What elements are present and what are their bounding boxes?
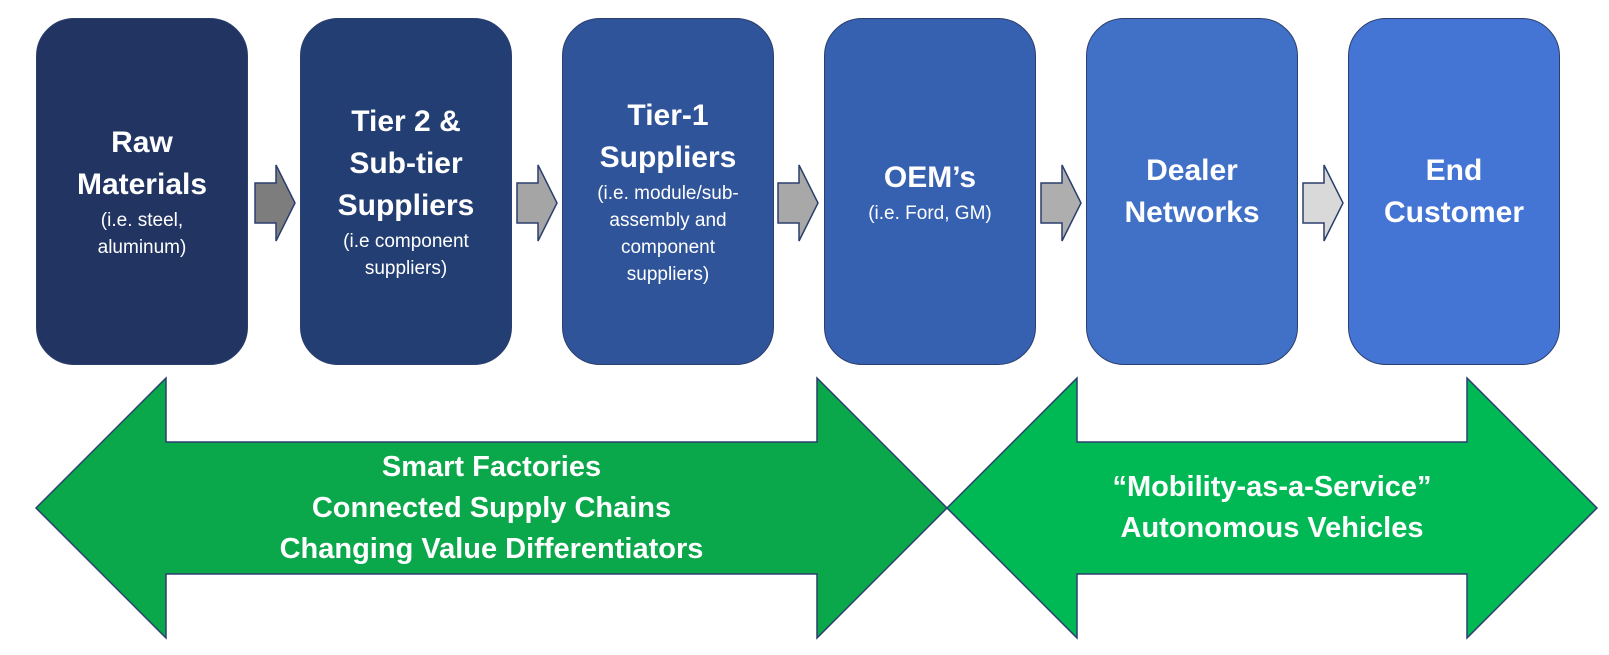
stage-title: Raw Materials bbox=[76, 126, 208, 201]
stage-title: Tier 2 & Sub-tier Suppliers bbox=[337, 105, 475, 222]
flow-arrow-icon bbox=[516, 164, 558, 242]
stage-title: Tier-1 Suppliers bbox=[599, 99, 737, 174]
flow-arrow-icon bbox=[777, 164, 819, 242]
stage-subtitle: (i.e component suppliers) bbox=[343, 231, 469, 279]
stage-subtitle: (i.e. steel, aluminum) bbox=[97, 210, 187, 258]
stage-subtitle: (i.e. Ford, GM) bbox=[868, 202, 992, 224]
stage-tier2-suppliers: Tier 2 & Sub-tier Suppliers (i.e compone… bbox=[300, 18, 512, 365]
stage-raw-materials: Raw Materials (i.e. steel, aluminum) bbox=[36, 18, 248, 365]
stage-dealer-networks: Dealer Networks bbox=[1086, 18, 1298, 365]
band-right-text: “Mobility-as-a-Service” Autonomous Vehic… bbox=[1112, 471, 1432, 544]
stage-title: Dealer Networks bbox=[1124, 153, 1260, 229]
flow-arrow-icon bbox=[1302, 164, 1344, 242]
stage-tier1-suppliers: Tier-1 Suppliers (i.e. module/sub- assem… bbox=[562, 18, 774, 365]
band-left-text: Smart Factories Connected Supply Chains … bbox=[279, 451, 704, 565]
stage-title: End Customer bbox=[1383, 153, 1525, 229]
stage-title: OEM’s bbox=[883, 160, 977, 194]
stage-end-customer: End Customer bbox=[1348, 18, 1560, 365]
flow-arrow-icon bbox=[254, 164, 296, 242]
right-double-arrow bbox=[945, 376, 1599, 640]
stage-oems: OEM’s (i.e. Ford, GM) bbox=[824, 18, 1036, 365]
stage-subtitle: (i.e. module/sub- assembly and component… bbox=[597, 183, 739, 285]
flow-arrow-icon bbox=[1040, 164, 1082, 242]
